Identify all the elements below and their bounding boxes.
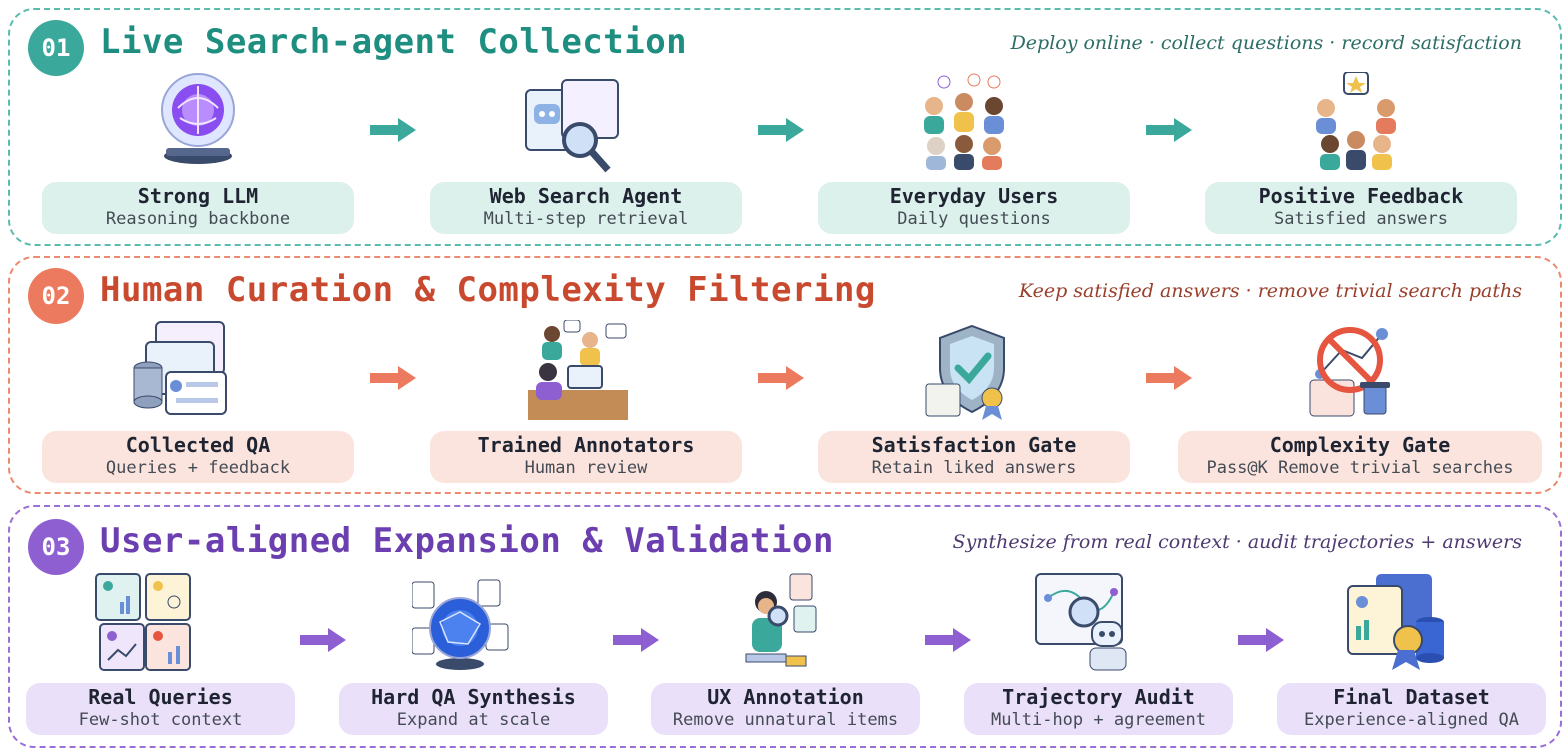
stage-badge: 03 [28, 519, 84, 575]
step-subtitle: Daily questions [897, 209, 1051, 229]
shield-check-icon [925, 324, 1005, 420]
step-subtitle: Multi-hop + agreement [991, 710, 1206, 730]
stage-title: Live Search-agent Collection [100, 22, 688, 62]
step-subtitle: Expand at scale [396, 710, 551, 730]
step-title: Collected QA [125, 433, 271, 457]
no-path-icon [1309, 327, 1390, 417]
step-subtitle: Retain liked answers [871, 458, 1077, 478]
step-title: Hard QA Synthesis [371, 685, 576, 709]
flow-arrow [300, 628, 346, 652]
happy-users-icon [1316, 72, 1396, 170]
dataset-medal-icon [1347, 574, 1444, 670]
step-subtitle: Multi-step retrieval [483, 209, 689, 229]
flow-arrow [370, 366, 416, 390]
step-subtitle: Reasoning backbone [105, 209, 291, 229]
step-title: Final Dataset [1333, 685, 1490, 709]
step-subtitle: Human review [524, 458, 648, 478]
step-title: Positive Feedback [1258, 184, 1464, 208]
annotators-icon [528, 320, 628, 420]
step-card: Web Search Agent Multi-step retrieval [430, 182, 742, 234]
flow-arrow [613, 628, 659, 652]
flow-arrow [1146, 118, 1192, 142]
step-card: Satisfaction Gate Retain liked answers [818, 431, 1130, 483]
step-subtitle: Pass@K Remove trivial searches [1206, 458, 1514, 478]
step-card: Hard QA Synthesis Expand at scale [339, 683, 608, 735]
stage-title: Human Curation & Complexity Filtering [100, 270, 876, 310]
step-subtitle: Satisfied answers [1274, 209, 1448, 229]
step-card: Everyday Users Daily questions [818, 182, 1130, 234]
flow-arrow [370, 118, 416, 142]
step-subtitle: Experience-aligned QA [1304, 710, 1519, 730]
stage-03-panel: 03 User-aligned Expansion & Validation S… [8, 505, 1562, 748]
stage-badge: 01 [28, 20, 84, 76]
step-card: UX Annotation Remove unnatural items [651, 683, 920, 735]
step-card: Final Dataset Experience-aligned QA [1277, 683, 1546, 735]
step-subtitle: Few-shot context [78, 710, 243, 730]
flow-arrow [1238, 628, 1284, 652]
step-title: Trajectory Audit [1002, 685, 1195, 709]
magnifier-annotator-icon [745, 573, 817, 667]
stage-02-panel: 02 Human Curation & Complexity Filtering… [8, 256, 1562, 494]
step-card: Complexity Gate Pass@K Remove trivial se… [1178, 431, 1542, 483]
step-title: Real Queries [88, 685, 233, 709]
flow-arrow [1146, 366, 1192, 390]
step-title: Web Search Agent [489, 184, 683, 208]
qa-database-icon [133, 321, 227, 415]
step-card: Collected QA Queries + feedback [42, 431, 354, 483]
step-card: Trajectory Audit Multi-hop + agreement [964, 683, 1233, 735]
step-card: Positive Feedback Satisfied answers [1205, 182, 1517, 234]
step-title: Satisfaction Gate [871, 433, 1077, 457]
query-cards-icon [95, 573, 191, 671]
synthesis-orb-icon [412, 579, 509, 670]
step-title: UX Annotation [707, 685, 864, 709]
step-title: Complexity Gate [1269, 433, 1451, 457]
stage-subtitle: Keep satisfied answers · remove trivial … [1018, 280, 1522, 302]
step-subtitle: Queries + feedback [105, 458, 291, 478]
stage-badge: 02 [28, 268, 84, 324]
step-subtitle: Remove unnatural items [672, 710, 899, 730]
step-card: Strong LLM Reasoning backbone [42, 182, 354, 234]
glowing-brain-icon [161, 73, 235, 164]
stage-title: User-aligned Expansion & Validation [100, 521, 834, 561]
stage-subtitle: Deploy online · collect questions · reco… [1010, 32, 1522, 54]
web-search-agent-icon [525, 79, 619, 173]
step-title: Strong LLM [137, 184, 259, 208]
step-card: Real Queries Few-shot context [26, 683, 295, 735]
step-title: Trained Annotators [477, 433, 695, 457]
step-title: Everyday Users [889, 184, 1059, 208]
flow-arrow [925, 628, 971, 652]
step-card: Trained Annotators Human review [430, 431, 742, 483]
flow-arrow [758, 118, 804, 142]
user-group-icon [924, 73, 1004, 170]
robot-audit-icon [1035, 573, 1127, 671]
stage-subtitle: Synthesize from real context · audit tra… [952, 531, 1522, 553]
flow-arrow [758, 366, 804, 390]
stage-01-panel: 01 Live Search-agent Collection Deploy o… [8, 8, 1562, 246]
